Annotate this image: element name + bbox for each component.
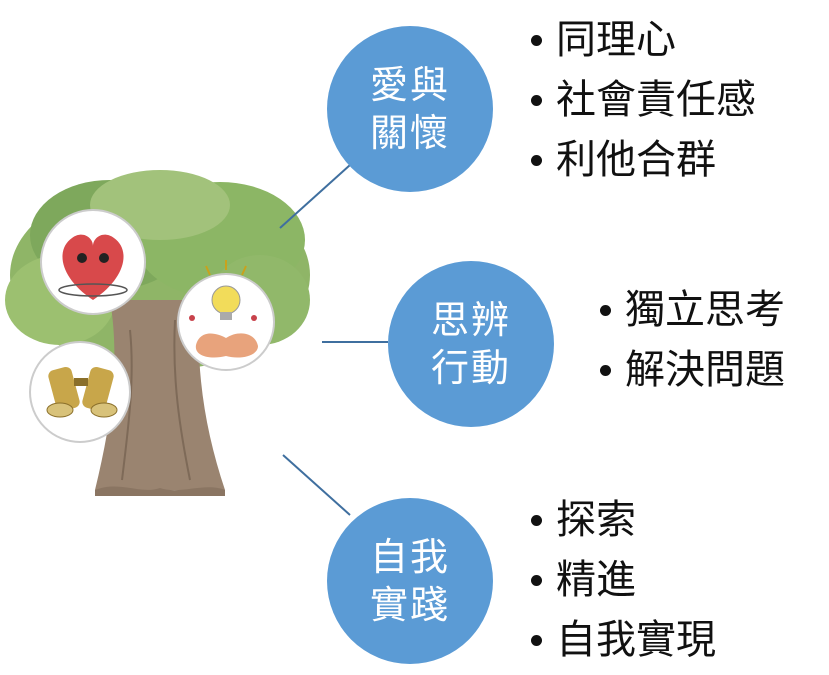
lightbulb-brain-icon	[177, 260, 275, 371]
list-item: 精進	[531, 550, 716, 610]
tree-illustration	[5, 170, 310, 496]
bullet-dot-icon	[531, 34, 542, 46]
list-item: 社會責任感	[531, 70, 756, 130]
binoculars-icon	[29, 341, 131, 443]
heart-icon	[40, 209, 146, 315]
bullet-dot-icon	[531, 634, 542, 646]
list-item: 利他合群	[531, 130, 756, 190]
bullet-dot-icon	[600, 364, 611, 376]
node-label-line2: 實踐	[369, 583, 450, 627]
node-label-line1: 思辨	[430, 298, 511, 342]
list-item: 自我實現	[531, 610, 716, 670]
node-love-and-care: 愛與 關懷	[327, 26, 493, 192]
bullet-dot-icon	[600, 304, 611, 316]
node-critical-action: 思辨 行動	[388, 261, 554, 427]
bullet-dot-icon	[531, 574, 542, 586]
bullet-dot-icon	[531, 94, 542, 106]
node-label-line1: 自我	[369, 535, 450, 579]
bullet-dot-icon	[531, 514, 542, 526]
bullet-list-think: 獨立思考 解決問題	[600, 280, 785, 400]
bullet-list-love: 同理心 社會責任感 利他合群	[531, 10, 756, 190]
node-label-line1: 愛與	[369, 63, 450, 107]
list-item: 獨立思考	[600, 280, 785, 340]
bullet-dot-icon	[531, 154, 542, 166]
list-item: 解決問題	[600, 340, 785, 400]
node-label-line2: 關懷	[369, 111, 450, 155]
node-self-practice: 自我 實踐	[327, 498, 493, 664]
list-item: 同理心	[531, 10, 756, 70]
bullet-list-self: 探索 精進 自我實現	[531, 490, 716, 670]
list-item: 探索	[531, 490, 716, 550]
node-label-line2: 行動	[430, 346, 511, 390]
